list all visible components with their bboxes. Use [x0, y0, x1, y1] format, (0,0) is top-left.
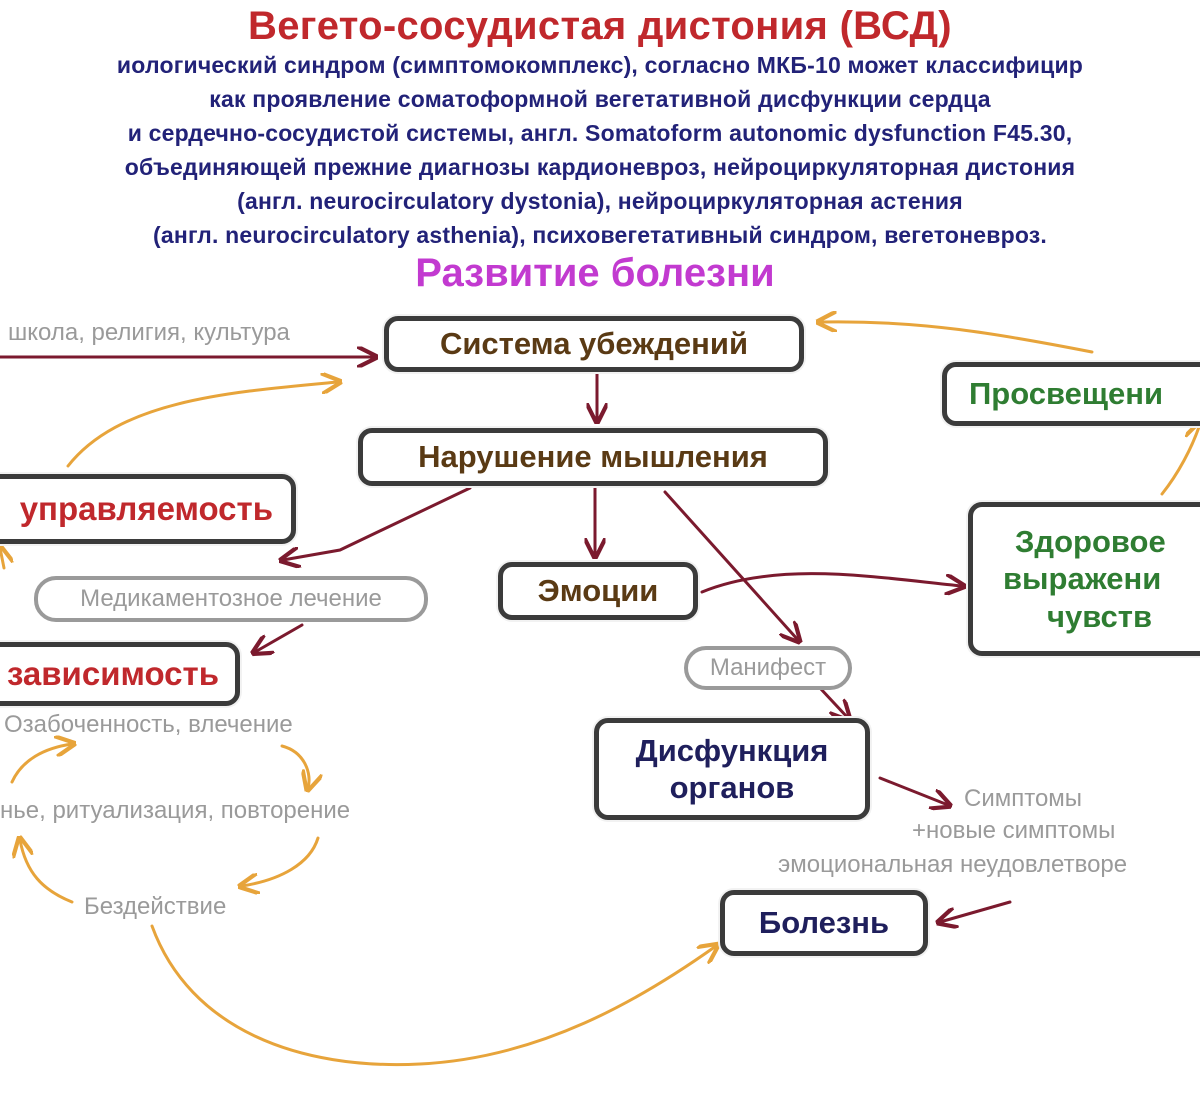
arrow-organs-to-symptoms: [878, 776, 948, 805]
arrow-preoccupation-to-ritual: [280, 744, 309, 788]
arrow-ritual-to-preoccupation: [10, 744, 72, 784]
note-symptoms: Симптомы: [964, 785, 1083, 812]
node-belief-system: Система убеждений: [384, 316, 804, 372]
organ-dysfunction-line-1: Дисфункция: [635, 732, 829, 768]
arrow-enlightenment-to-beliefs: [820, 322, 1094, 354]
pill-manifest: Манифест: [684, 646, 852, 690]
definition-line-4: объединяющей прежние диагнозы кардионевр…: [124, 154, 1076, 180]
healthy-expression-line-3: чувств: [1047, 598, 1153, 634]
definition-line-2: как проявление соматоформной вегетативно…: [209, 86, 991, 112]
node-organ-dysfunction: Дисфункция органов: [594, 718, 870, 820]
definition-line-6: (англ. neurocirculatory asthenia), психо…: [153, 222, 1047, 248]
note-inaction: Бездействие: [84, 893, 227, 920]
node-thinking-disorder: Нарушение мышления: [358, 428, 828, 486]
note-new-symptoms: +новые симптомы: [912, 817, 1116, 844]
arrow-controllability-to-beliefs: [66, 382, 338, 468]
arrow-thinking-to-controllability: [283, 486, 472, 560]
healthy-expression-line-2: выражени: [1003, 561, 1162, 597]
node-dependence: зависимость: [0, 642, 240, 706]
definition-line-5: (англ. neurocirculatory dystonia), нейро…: [237, 188, 963, 214]
note-preoccupation: Озабоченность, влечение: [4, 711, 293, 738]
definition-line-3: и сердечно-сосудистой системы, англ. Som…: [127, 120, 1073, 146]
arrow-ritual-to-inaction: [242, 836, 320, 886]
arrow-inaction-to-ritual: [20, 840, 74, 904]
organ-dysfunction-line-2: органов: [669, 770, 795, 805]
arrow-dependence-loop-up: [0, 548, 4, 570]
node-emotions: Эмоции: [498, 562, 698, 620]
node-disease: Болезнь: [720, 890, 928, 956]
healthy-expression-line-1: Здоровое: [1015, 524, 1166, 560]
arrow-thinking-to-organs: [663, 490, 798, 640]
arrow-inaction-to-disease: [150, 924, 716, 1067]
pill-medication: Медикаментозное лечение: [34, 576, 428, 622]
definition-line-1: иологический синдром (симптомокомплекс),…: [116, 52, 1084, 78]
note-emotional-dissatisfaction: эмоциональная неудовлетворе: [778, 851, 1128, 878]
arrow-medication-to-dependence: [255, 623, 304, 652]
arrow-healthy-to-enlightenment: [1160, 424, 1200, 496]
node-controllability: управляемость: [0, 474, 296, 544]
node-enlightenment: Просвещени: [942, 362, 1200, 426]
note-school-religion-culture: школа, религия, культура: [8, 319, 290, 346]
arrow-manifest-to-organs: [818, 686, 848, 718]
note-ritualization: нье, ритуализация, повторение: [0, 797, 351, 824]
arrow-dissatisfaction-to-disease: [940, 900, 1012, 922]
arrow-emotions-to-healthy: [700, 572, 962, 592]
section-subtitle: Развитие болезни: [415, 251, 775, 295]
page-title: Вегето-сосудистая дистония (ВСД): [248, 4, 952, 48]
node-healthy-expression: Здоровое выражени чувств: [968, 502, 1200, 656]
